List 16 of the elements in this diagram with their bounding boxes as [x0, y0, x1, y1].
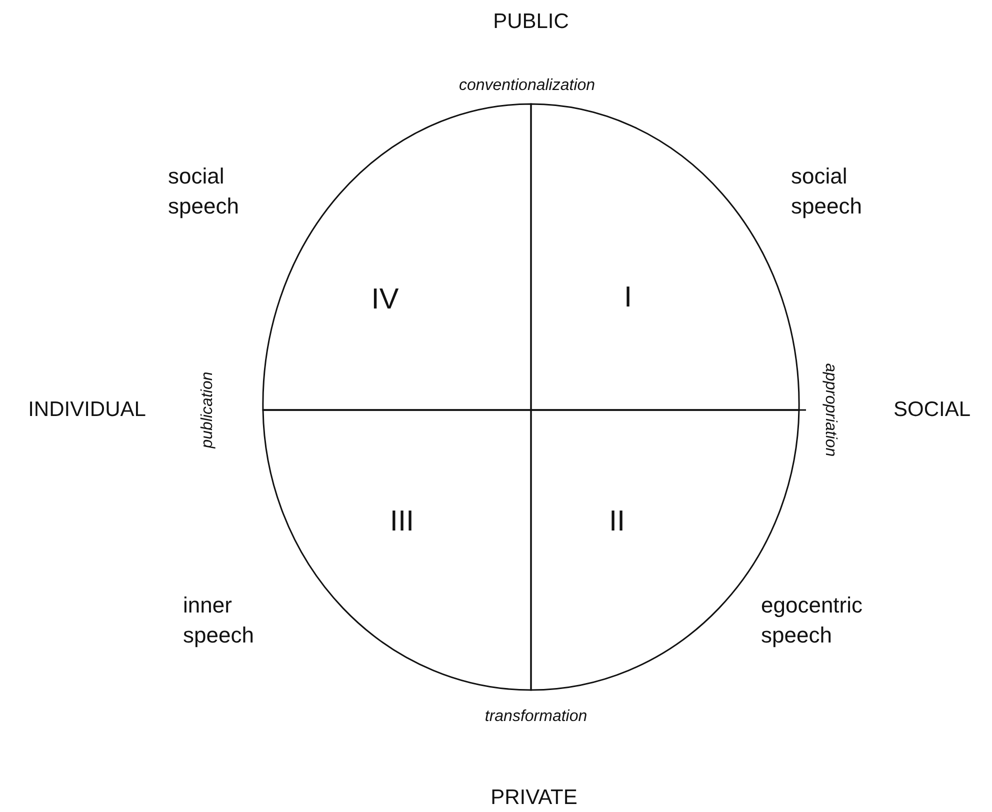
process-label: publication [198, 372, 218, 448]
quadrant-numeral: IV [371, 284, 399, 316]
quadrant-numeral: II [608, 506, 626, 538]
axis-pole-label: INDIVIDUAL [28, 396, 146, 423]
quadrant-caption: social speech [791, 162, 863, 220]
quadrant-numeral: I [624, 282, 632, 314]
quadrant-numeral: III [390, 506, 414, 538]
process-label: conventionalization [458, 76, 596, 96]
axis-pole-label: SOCIAL [893, 396, 971, 423]
axis-pole-label: PRIVATE [490, 784, 578, 811]
quadrant-caption: inner speech [183, 591, 255, 650]
quadrant-caption: social speech [168, 162, 240, 220]
quadrant-caption: egocentric speech [761, 591, 864, 650]
axis-pole-label: PUBLIC [493, 8, 569, 35]
process-label: transformation [484, 707, 588, 728]
process-label: appropriation [820, 363, 840, 457]
